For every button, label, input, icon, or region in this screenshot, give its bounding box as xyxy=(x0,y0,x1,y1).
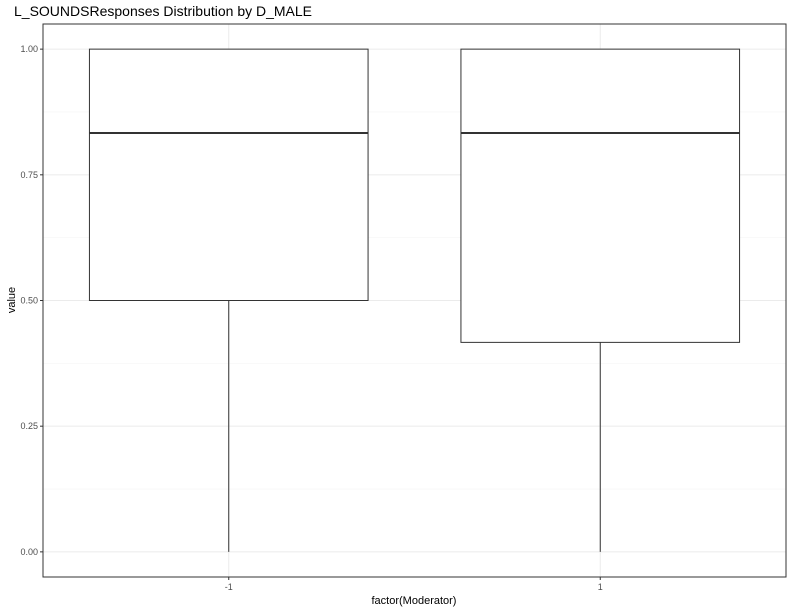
box-iqr xyxy=(88,48,369,301)
axes: 0.00 0.25 0.50 0.75 1.00 -1 1 xyxy=(20,44,602,592)
box-series xyxy=(88,48,741,552)
box-iqr xyxy=(460,48,741,343)
y-tick-label: 0.75 xyxy=(20,170,38,180)
x-tick-label: -1 xyxy=(225,582,233,592)
x-tick-label: 1 xyxy=(598,582,603,592)
chart-title: L_SOUNDSResponses Distribution by D_MALE xyxy=(14,3,313,19)
y-tick-label: 0.25 xyxy=(20,421,38,431)
y-tick-label: 0.00 xyxy=(20,547,38,557)
y-axis-title: value xyxy=(6,287,18,313)
y-tick-label: 1.00 xyxy=(20,44,38,54)
y-tick-label: 0.50 xyxy=(20,296,38,306)
x-axis-title: factor(Moderator) xyxy=(372,595,457,607)
box-1 xyxy=(88,48,369,552)
box-2 xyxy=(460,48,741,552)
